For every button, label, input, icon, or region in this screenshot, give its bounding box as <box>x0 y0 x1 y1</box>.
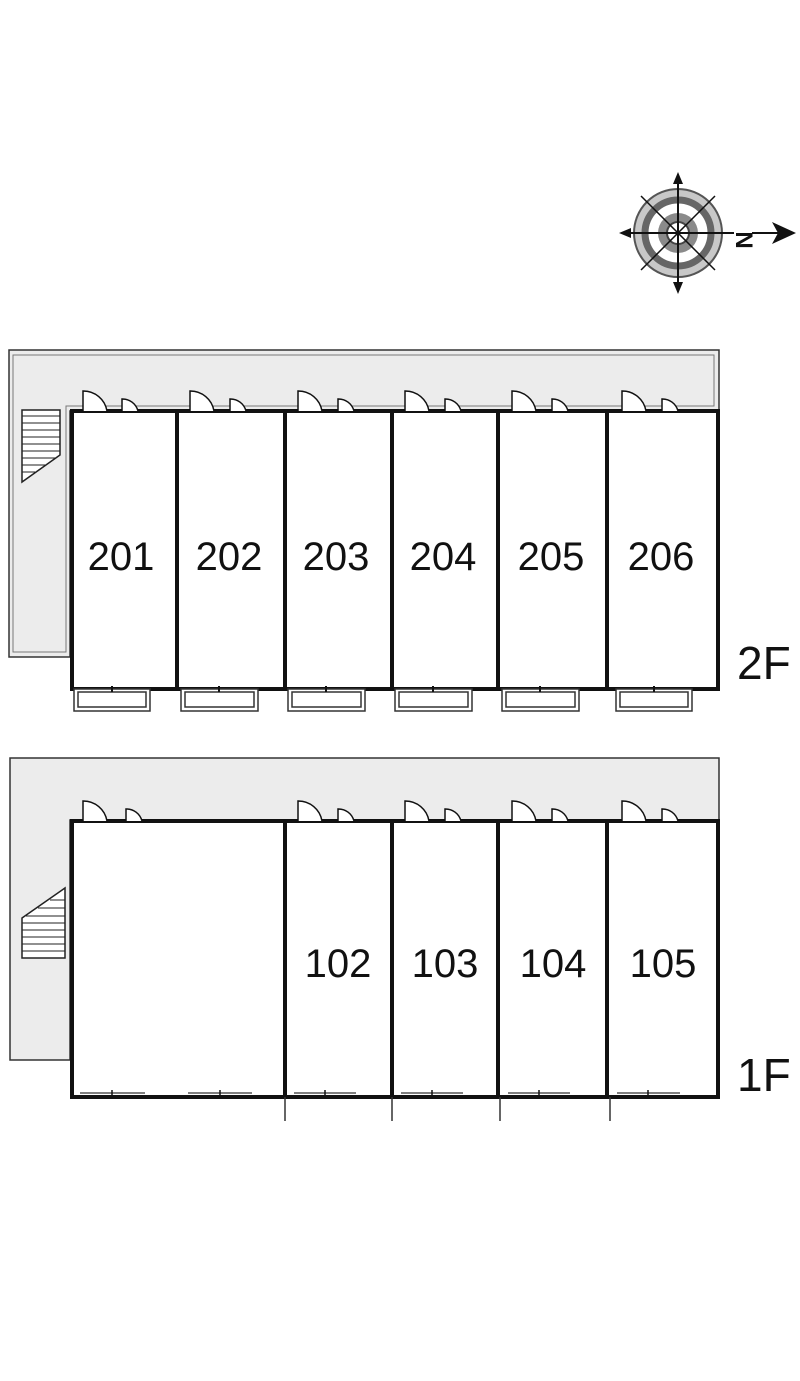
staircase-2f <box>21 409 61 484</box>
unit-label: 206 <box>628 535 695 579</box>
staircase-1f <box>21 886 66 959</box>
unit-label: 105 <box>630 942 697 986</box>
unit-label: 201 <box>88 535 155 579</box>
floor-2f: 201 202 203 204 205 206 2F <box>8 349 791 712</box>
floor-1f: 102 103 104 105 1F <box>9 757 791 1121</box>
floor-label-2f: 2F <box>737 637 791 689</box>
unit-label: 205 <box>518 535 585 579</box>
unit-label: 104 <box>520 942 587 986</box>
unit-label: 204 <box>410 535 477 579</box>
unit-label: 202 <box>196 535 263 579</box>
compass-rose-icon: N <box>619 172 796 294</box>
unit-label: 102 <box>305 942 372 986</box>
floor-label-1f: 1F <box>737 1049 791 1101</box>
compass-north-letter: N <box>730 231 757 248</box>
unit-label: 103 <box>412 942 479 986</box>
unit-label: 203 <box>303 535 370 579</box>
